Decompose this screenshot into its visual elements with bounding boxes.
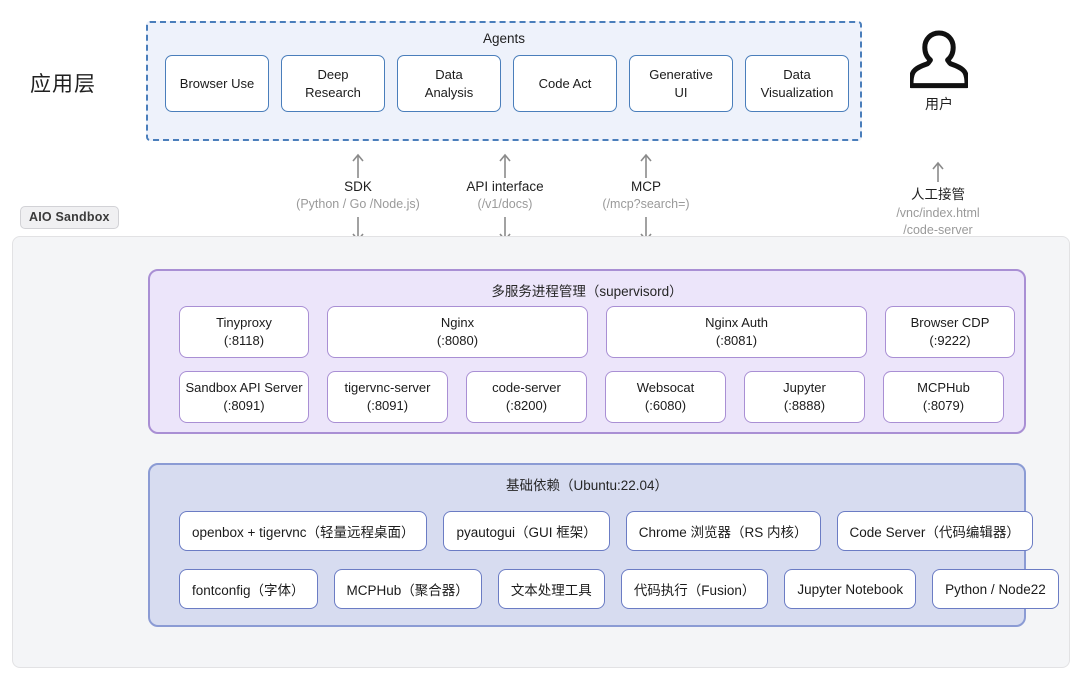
- base-card-jupyter-notebook[interactable]: Jupyter Notebook: [784, 569, 917, 609]
- base-card-text-processing[interactable]: 文本处理工具: [497, 569, 605, 609]
- base-group-title: 基础依赖（Ubuntu:22.04）: [505, 478, 669, 493]
- service-card-name: Nginx: [440, 315, 475, 331]
- service-group-title: 多服务进程管理（supervisord）: [491, 284, 683, 299]
- base-row-1: openbox + tigervnc（轻量远程桌面） pyautogui（GUI…: [179, 511, 1033, 551]
- connector-human-title: 人工接管: [911, 187, 965, 202]
- service-layer-group: 多服务进程管理（supervisord） Tinyproxy (:8118) N…: [148, 269, 1026, 434]
- agents-card-row: Browser Use Deep Research Data Analysis …: [165, 55, 849, 112]
- base-card-mcphub[interactable]: MCPHub（聚合器）: [333, 569, 482, 609]
- connector-sdk-title: SDK: [344, 179, 372, 194]
- service-card-port: (:8888): [783, 398, 826, 413]
- service-card-name: Browser CDP: [910, 315, 990, 331]
- base-card-fontconfig[interactable]: fontconfig（字体）: [179, 569, 318, 609]
- service-card-browser-cdp[interactable]: Browser CDP (:9222): [885, 306, 1015, 358]
- connector-mcp-title: MCP: [631, 179, 661, 194]
- agent-card-data-analysis[interactable]: Data Analysis: [397, 55, 501, 112]
- service-card-port: (:8091): [366, 398, 409, 413]
- connector-human-sub: /vnc/index.html /code-server: [896, 206, 980, 237]
- connector-mcp: MCP (/mcp?search=): [561, 152, 731, 243]
- base-card-code-execution[interactable]: 代码执行（Fusion）: [620, 569, 769, 609]
- connector-api-title: API interface: [466, 179, 544, 194]
- user-silhouette-icon: [910, 30, 968, 89]
- base-card-chrome-browser[interactable]: Chrome 浏览器（RS 内核）: [625, 511, 821, 551]
- service-card-name: code-server: [492, 380, 561, 396]
- connector-mcp-sub: (/mcp?search=): [602, 197, 690, 211]
- service-card-port: (:6080): [644, 398, 687, 413]
- connector-sdk-sub: (Python / Go /Node.js): [296, 197, 420, 211]
- service-card-name: Tinyproxy: [216, 315, 272, 331]
- agent-card-generative-ui[interactable]: Generative UI: [629, 55, 733, 112]
- arrow-up-icon: [640, 153, 652, 178]
- agent-card-code-act[interactable]: Code Act: [513, 55, 617, 112]
- service-card-nginx[interactable]: Nginx (:8080): [327, 306, 588, 358]
- service-card-port: (:8079): [922, 398, 965, 413]
- arrow-up-icon: [499, 153, 511, 178]
- service-card-port: (:8200): [505, 398, 548, 413]
- base-card-pyautogui[interactable]: pyautogui（GUI 框架）: [443, 511, 610, 551]
- agent-card-browser-use[interactable]: Browser Use: [165, 55, 269, 112]
- arrow-up-icon: [932, 161, 944, 182]
- service-card-sandbox-api-server[interactable]: Sandbox API Server (:8091): [179, 371, 309, 423]
- agent-card-data-visualization[interactable]: Data Visualization: [745, 55, 849, 112]
- agents-container: Agents Browser Use Deep Research Data An…: [146, 21, 862, 141]
- service-card-code-server[interactable]: code-server (:8200): [466, 371, 587, 423]
- user-label: 用户: [925, 96, 953, 112]
- service-card-name: Jupyter: [783, 380, 826, 396]
- service-card-name: tigervnc-server: [344, 380, 431, 396]
- layer-caption-application: 应用层: [30, 73, 96, 96]
- service-card-port: (:9222): [929, 333, 971, 348]
- service-card-name: Sandbox API Server: [185, 380, 303, 396]
- service-card-port: (:8118): [223, 333, 265, 348]
- base-layer-group: 基础依赖（Ubuntu:22.04） openbox + tigervnc（轻量…: [148, 463, 1059, 627]
- service-card-name: Nginx Auth: [705, 315, 768, 331]
- agents-title: Agents: [482, 31, 526, 46]
- aio-sandbox-badge: AIO Sandbox: [20, 206, 119, 229]
- service-card-websocat[interactable]: Websocat (:6080): [605, 371, 726, 423]
- service-row-1: Tinyproxy (:8118) Nginx (:8080) Nginx Au…: [179, 306, 1015, 358]
- arrow-up-icon: [352, 153, 364, 178]
- service-card-port: (:8080): [436, 333, 479, 348]
- connector-sdk: SDK (Python / Go /Node.js): [273, 152, 443, 243]
- base-card-code-server[interactable]: Code Server（代码编辑器）: [836, 511, 1033, 551]
- service-card-tigervnc-server[interactable]: tigervnc-server (:8091): [327, 371, 448, 423]
- service-card-port: (:8081): [715, 333, 758, 348]
- service-card-name: Websocat: [636, 380, 695, 396]
- service-card-mcphub[interactable]: MCPHub (:8079): [883, 371, 1004, 423]
- service-row-2: Sandbox API Server (:8091) tigervnc-serv…: [179, 371, 1004, 423]
- base-row-2: fontconfig（字体） MCPHub（聚合器） 文本处理工具 代码执行（F…: [179, 569, 1059, 609]
- base-card-python-node22[interactable]: Python / Node22: [932, 569, 1059, 609]
- service-card-name: MCPHub: [917, 380, 970, 396]
- service-card-tinyproxy[interactable]: Tinyproxy (:8118): [179, 306, 309, 358]
- service-card-jupyter[interactable]: Jupyter (:8888): [744, 371, 865, 423]
- base-card-openbox-tigervnc[interactable]: openbox + tigervnc（轻量远程桌面）: [179, 511, 428, 551]
- service-card-port: (:8091): [223, 398, 265, 413]
- connector-api-sub: (/v1/docs): [477, 197, 533, 211]
- service-card-nginx-auth[interactable]: Nginx Auth (:8081): [606, 306, 867, 358]
- user-block: 用户: [892, 28, 986, 114]
- agent-card-deep-research[interactable]: Deep Research: [281, 55, 385, 112]
